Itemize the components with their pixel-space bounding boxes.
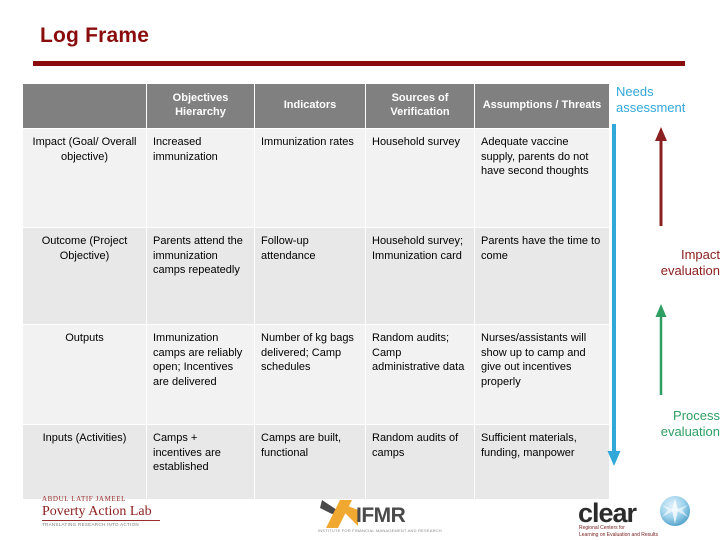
cell-objectives: Immunization camps are reliably open; In… bbox=[147, 325, 254, 424]
page-title: Log Frame bbox=[40, 24, 150, 47]
needs-assessment-down-arrow-icon bbox=[607, 124, 621, 466]
process-evaluation-up-arrow-icon bbox=[655, 304, 667, 395]
cell-assumptions: Parents have the time to come bbox=[475, 228, 609, 324]
table-row: Outcome (Project Objective) Parents atte… bbox=[23, 228, 609, 324]
cell-level: Impact (Goal/ Overall objective) bbox=[23, 129, 146, 227]
needs-assessment-label: Needs assessment bbox=[616, 84, 686, 116]
ifmr-logo-subtitle: INSTITUTE FOR FINANCIAL MANAGEMENT AND R… bbox=[318, 528, 442, 533]
cell-assumptions: Adequate vaccine supply, parents do not … bbox=[475, 129, 609, 227]
impact-evaluation-up-arrow-icon bbox=[655, 127, 667, 226]
jpal-logo-line1: ABDUL LATIF JAMEEL bbox=[42, 495, 127, 503]
logo-strip: ABDUL LATIF JAMEEL Poverty Action Lab TR… bbox=[0, 492, 720, 540]
title-underline-rule bbox=[33, 61, 685, 66]
clear-logo-wordmark: clear bbox=[578, 498, 637, 528]
jpal-logo: ABDUL LATIF JAMEEL Poverty Action Lab TR… bbox=[42, 495, 162, 527]
cell-sources: Random audits of camps bbox=[366, 425, 474, 499]
cell-assumptions: Sufficient materials, funding, manpower bbox=[475, 425, 609, 499]
table-row: Inputs (Activities) Camps + incentives a… bbox=[23, 425, 609, 499]
jpal-logo-tagline: TRANSLATING RESEARCH INTO ACTION bbox=[42, 522, 139, 528]
cell-level: Outputs bbox=[23, 325, 146, 424]
ifmr-logo-wordmark: IFMR bbox=[356, 504, 406, 527]
cell-indicators: Follow-up attendance bbox=[255, 228, 365, 324]
clear-logo-subtitle-line1: Regional Centers for bbox=[579, 525, 625, 531]
cell-sources: Household survey; Immunization card bbox=[366, 228, 474, 324]
ifmr-mark-icon bbox=[320, 500, 358, 528]
table-row: Impact (Goal/ Overall objective) Increas… bbox=[23, 129, 609, 227]
cell-sources: Random audits; Camp administrative data bbox=[366, 325, 474, 424]
column-header-objectives: Objectives Hierarchy bbox=[147, 84, 254, 128]
cell-indicators: Camps are built, functional bbox=[255, 425, 365, 499]
logframe-table: Objectives Hierarchy Indicators Sources … bbox=[22, 83, 610, 500]
column-header-blank bbox=[23, 84, 146, 128]
jpal-logo-rule bbox=[42, 520, 160, 522]
column-header-assumptions: Assumptions / Threats bbox=[475, 84, 609, 128]
table-row: Outputs Immunization camps are reliably … bbox=[23, 325, 609, 424]
clear-logo-subtitle-line2: Learning on Evaluation and Results bbox=[579, 532, 658, 539]
cell-level: Outcome (Project Objective) bbox=[23, 228, 146, 324]
impact-evaluation-label: Impact evaluation bbox=[660, 247, 720, 279]
jpal-logo-line2: Poverty Action Lab bbox=[42, 504, 152, 519]
table-header-row: Objectives Hierarchy Indicators Sources … bbox=[23, 84, 609, 128]
cell-objectives: Increased immunization bbox=[147, 129, 254, 227]
column-header-sources: Sources of Verification bbox=[366, 84, 474, 128]
cell-level: Inputs (Activities) bbox=[23, 425, 146, 499]
cell-objectives: Parents attend the immunization camps re… bbox=[147, 228, 254, 324]
column-header-indicators: Indicators bbox=[255, 84, 365, 128]
cell-assumptions: Nurses/assistants will show up to camp a… bbox=[475, 325, 609, 424]
cell-objectives: Camps + incentives are established bbox=[147, 425, 254, 499]
process-evaluation-label: Process evaluation bbox=[660, 408, 720, 440]
clear-logo-subtitle: Regional Centers for Learning on Evaluat… bbox=[579, 525, 658, 540]
cell-indicators: Immunization rates bbox=[255, 129, 365, 227]
cell-indicators: Number of kg bags delivered; Camp schedu… bbox=[255, 325, 365, 424]
cell-sources: Household survey bbox=[366, 129, 474, 227]
clear-globe-icon bbox=[660, 496, 690, 526]
